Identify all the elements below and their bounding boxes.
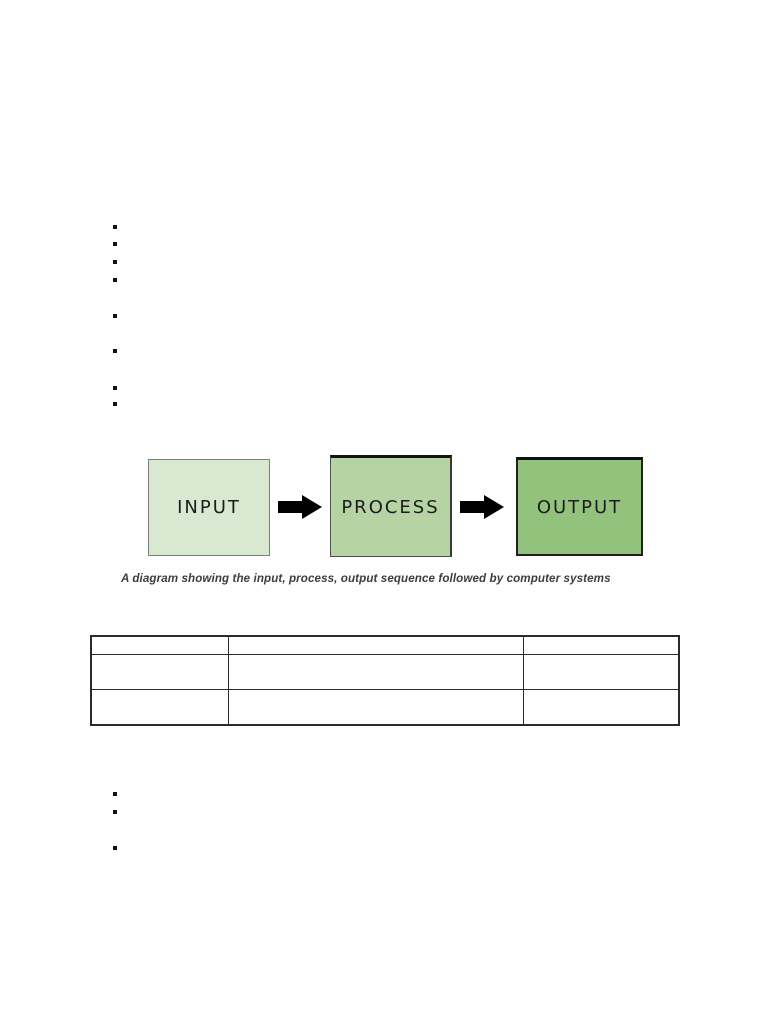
table-cell bbox=[522, 689, 680, 726]
process-box-label: PROCESS bbox=[341, 496, 440, 518]
bullet-marker bbox=[113, 386, 117, 390]
bullet-marker bbox=[113, 225, 117, 229]
arrow-head bbox=[302, 495, 322, 519]
table-row bbox=[90, 654, 680, 690]
table-cell bbox=[227, 689, 524, 726]
bullet-marker bbox=[113, 278, 117, 282]
data-table bbox=[90, 635, 680, 726]
bullet-marker bbox=[113, 846, 117, 850]
arrow-shaft bbox=[460, 501, 484, 513]
arrow-head bbox=[484, 495, 504, 519]
bullet-marker bbox=[113, 810, 117, 814]
input-box-label: INPUT bbox=[177, 497, 241, 518]
bullet-marker bbox=[113, 260, 117, 264]
table-cell bbox=[522, 654, 680, 690]
bullet-marker bbox=[113, 314, 117, 318]
diagram-caption: A diagram showing the input, process, ou… bbox=[121, 572, 611, 585]
arrow-shaft bbox=[278, 501, 302, 513]
right-arrow-icon bbox=[460, 495, 504, 519]
table-cell bbox=[227, 635, 524, 655]
bullet-marker bbox=[113, 349, 117, 353]
table-cell bbox=[90, 689, 229, 726]
table-cell bbox=[90, 654, 229, 690]
table-cell bbox=[227, 654, 524, 690]
table-cell bbox=[90, 635, 229, 655]
bullet-marker bbox=[113, 242, 117, 246]
output-box: OUTPUT bbox=[516, 457, 643, 556]
input-box: INPUT bbox=[148, 459, 270, 556]
bullet-marker bbox=[113, 792, 117, 796]
right-arrow-icon bbox=[278, 495, 322, 519]
process-box: PROCESS bbox=[330, 455, 452, 557]
output-box-label: OUTPUT bbox=[536, 496, 623, 518]
table-row bbox=[90, 689, 680, 726]
table-cell bbox=[522, 635, 680, 655]
table-row bbox=[90, 635, 680, 655]
bullet-marker bbox=[113, 402, 117, 406]
